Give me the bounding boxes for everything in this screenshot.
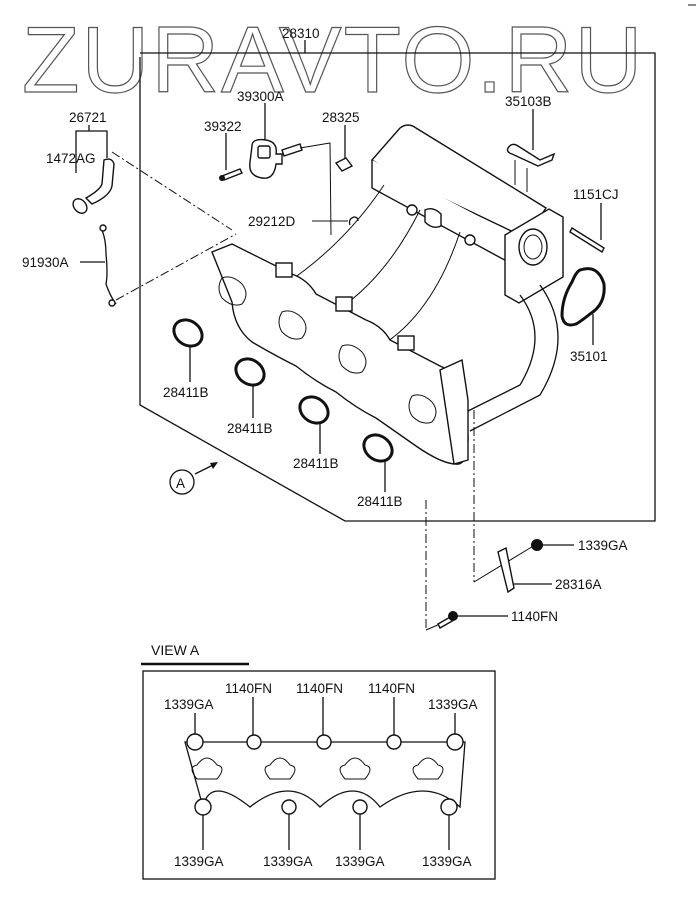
label-top-bracket: 35103B <box>505 94 552 109</box>
view-a-top-label-1: 1339GA <box>164 697 214 712</box>
hose-set[interactable] <box>70 125 233 231</box>
label-wire-bracket: 91930A <box>22 255 69 270</box>
view-a-bottom-label-2: 1339GA <box>263 854 313 869</box>
vacuum-pipe[interactable] <box>312 216 359 226</box>
top-bracket[interactable] <box>506 109 556 192</box>
label-bolt: 1140FN <box>511 609 558 624</box>
stay-bracket[interactable] <box>497 546 552 594</box>
label-screw: 39322 <box>204 119 242 134</box>
label-manifold: 28310 <box>282 26 320 41</box>
view-a-fasteners <box>186 697 464 850</box>
dowel-pin[interactable] <box>334 125 354 172</box>
view-a-top-label-5: 1339GA <box>428 697 478 712</box>
view-a-top-label-4: 1140FN <box>368 681 415 696</box>
label-dowel-pin: 28325 <box>322 110 360 125</box>
label-throttle-gasket: 35101 <box>570 349 608 364</box>
watermark: ZURAVTO.RU <box>22 7 644 112</box>
view-a-title: VIEW A <box>151 642 200 658</box>
label-port-gasket-1: 28411B <box>163 385 209 400</box>
bolt[interactable] <box>437 611 508 629</box>
view-a-marker[interactable] <box>169 462 218 495</box>
label-port-gasket-2: 28411B <box>227 421 273 436</box>
port-gasket-1[interactable] <box>169 315 207 382</box>
label-stud: 1151CJ <box>573 187 619 202</box>
label-port-gasket-3: 28411B <box>293 456 339 471</box>
view-a-bottom-label-4: 1339GA <box>422 854 472 869</box>
throttle-sensor[interactable] <box>249 103 332 236</box>
view-a-top-label-2: 1140FN <box>225 681 272 696</box>
nut[interactable] <box>531 539 574 551</box>
label-view-marker: A <box>176 476 185 491</box>
stud[interactable] <box>569 203 605 254</box>
view-a-box <box>142 670 496 880</box>
intake-plenum <box>283 124 564 432</box>
label-hose-clamp: 1472AG <box>46 151 96 166</box>
port-gasket-4[interactable] <box>359 430 397 492</box>
wire-bracket[interactable] <box>80 224 237 307</box>
label-hose-set: 26721 <box>69 110 107 125</box>
label-vacuum-pipe: 29212D <box>248 214 296 229</box>
throttle-gasket[interactable] <box>560 267 606 345</box>
view-a-bottom-label-3: 1339GA <box>335 854 385 869</box>
view-a-bottom-label-1: 1339GA <box>174 854 224 869</box>
view-a-top-label-3: 1140FN <box>296 681 343 696</box>
port-gasket-2[interactable] <box>231 354 269 418</box>
label-port-gasket-4: 28411B <box>357 494 403 509</box>
label-stay-bracket: 28316A <box>555 577 602 592</box>
label-throttle-sensor: 39300A <box>237 89 284 104</box>
assembly-frame <box>139 40 656 522</box>
port-gasket-3[interactable] <box>295 392 333 454</box>
label-nut: 1339GA <box>578 538 628 553</box>
screw[interactable] <box>219 133 243 181</box>
manifold-flange <box>211 243 469 465</box>
